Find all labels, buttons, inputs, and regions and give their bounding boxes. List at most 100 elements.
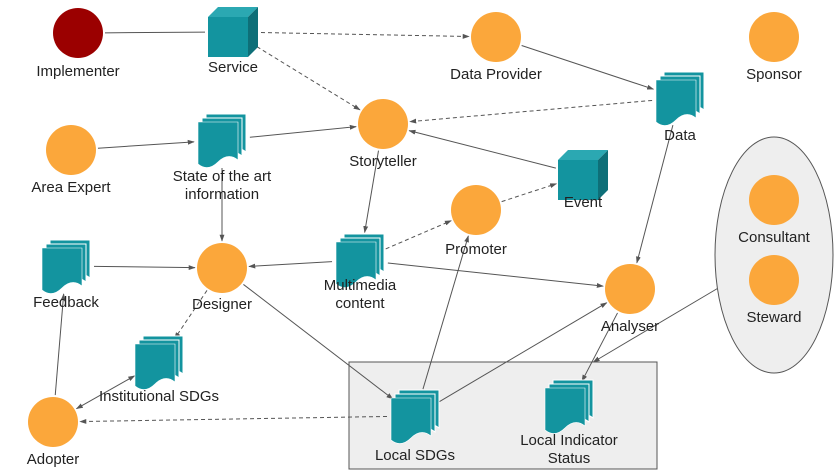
node-label-line: Adopter bbox=[27, 451, 80, 468]
node-consultant[interactable]: Consultant bbox=[738, 175, 811, 246]
node-steward[interactable]: Steward bbox=[746, 255, 802, 326]
document-sheet-icon bbox=[41, 247, 83, 294]
edge-local-sdgs-to-adopter bbox=[79, 415, 388, 424]
node-institutional-sdgs[interactable]: Institutional SDGs bbox=[99, 335, 219, 405]
node-label: Designer bbox=[192, 296, 252, 313]
node-sponsor[interactable]: Sponsor bbox=[746, 12, 802, 83]
node-feedback[interactable]: Feedback bbox=[33, 239, 99, 311]
node-data-provider[interactable]: Data Provider bbox=[450, 12, 542, 83]
edge-feedback-to-designer bbox=[93, 265, 196, 271]
edge-multimedia-to-analyser bbox=[387, 262, 604, 288]
nodes-layer: Implementer Service Data Provider SponsorDa… bbox=[27, 7, 811, 468]
node-label-line: Local SDGs bbox=[375, 447, 455, 464]
node-label-line: Designer bbox=[192, 296, 252, 313]
node-label-line: Feedback bbox=[33, 294, 99, 311]
node-label: Sponsor bbox=[746, 66, 802, 83]
edge-designer-to-local-sdgs bbox=[243, 284, 394, 400]
cube-side-icon bbox=[598, 150, 608, 200]
node-local-sdgs[interactable]: Local SDGs bbox=[375, 389, 455, 464]
document-sheet-icon bbox=[335, 241, 377, 288]
node-label: Implementer bbox=[36, 63, 119, 80]
node-label-line: Local Indicator bbox=[520, 432, 618, 449]
edge-event-to-storyteller bbox=[408, 129, 556, 169]
node-label: Data Provider bbox=[450, 66, 542, 83]
node-label: Feedback bbox=[33, 294, 99, 311]
actor-circle-icon bbox=[53, 8, 103, 58]
node-label-line: Area Expert bbox=[31, 179, 111, 196]
cube-top-icon bbox=[208, 7, 258, 17]
node-storyteller[interactable]: Storyteller bbox=[349, 99, 417, 170]
actor-circle-icon bbox=[451, 185, 501, 235]
node-label: Storyteller bbox=[349, 153, 417, 170]
node-label-line: Promoter bbox=[445, 241, 507, 258]
node-label: Area Expert bbox=[31, 179, 111, 196]
actor-circle-icon bbox=[358, 99, 408, 149]
edge-multimedia-to-promoter bbox=[385, 220, 452, 250]
node-label: Adopter bbox=[27, 451, 80, 468]
edge-institutional-sdgs-to-adopter bbox=[75, 375, 136, 410]
actor-circle-icon bbox=[749, 12, 799, 62]
cube-top-icon bbox=[558, 150, 608, 160]
edge-governance-ellipse-to-local-box bbox=[592, 288, 718, 363]
document-sheet-icon bbox=[197, 121, 239, 168]
node-label-line: Event bbox=[564, 194, 603, 211]
node-analyser[interactable]: Analyser bbox=[601, 264, 659, 335]
node-designer[interactable]: Designer bbox=[192, 243, 252, 313]
edges-layer bbox=[54, 31, 718, 424]
node-label-line: Analyser bbox=[601, 318, 659, 335]
edge-service-to-data-provider bbox=[260, 32, 470, 39]
node-label-line: Sponsor bbox=[746, 66, 802, 83]
document-sheet-icon bbox=[655, 79, 697, 126]
actor-circle-icon bbox=[46, 125, 96, 175]
edge-state-of-art-to-storyteller bbox=[249, 124, 357, 138]
node-label: Steward bbox=[746, 309, 801, 326]
node-label: Institutional SDGs bbox=[99, 388, 219, 405]
node-label-line: Steward bbox=[746, 309, 801, 326]
node-label: Data bbox=[664, 127, 696, 144]
node-label-line: Consultant bbox=[738, 229, 811, 246]
document-sheet-icon bbox=[390, 397, 432, 444]
edge-data-to-storyteller bbox=[409, 99, 653, 124]
node-label-line: Service bbox=[208, 59, 258, 76]
node-label: Event bbox=[564, 194, 603, 211]
cube-front-icon bbox=[558, 160, 598, 200]
edge-local-sdgs-to-promoter bbox=[422, 235, 469, 390]
node-label-line: information bbox=[185, 186, 259, 203]
node-implementer[interactable]: Implementer bbox=[36, 8, 120, 80]
node-promoter[interactable]: Promoter bbox=[445, 185, 507, 258]
node-label-line: State of the art bbox=[173, 168, 272, 185]
node-data[interactable]: Data bbox=[655, 71, 705, 144]
edge-storyteller-to-multimedia bbox=[363, 150, 379, 234]
node-label-line: Data Provider bbox=[450, 66, 542, 83]
document-sheet-icon bbox=[134, 343, 176, 390]
node-area-expert[interactable]: Area Expert bbox=[31, 125, 111, 196]
node-label: Local SDGs bbox=[375, 447, 455, 464]
node-service[interactable]: Service bbox=[208, 7, 258, 76]
node-adopter[interactable]: Adopter bbox=[27, 397, 80, 468]
actor-circle-icon bbox=[749, 175, 799, 225]
node-label-line: Data bbox=[664, 127, 696, 144]
actor-circle-icon bbox=[197, 243, 247, 293]
node-label: Consultant bbox=[738, 229, 811, 246]
node-event[interactable]: Event bbox=[558, 150, 608, 211]
edge-service-to-storyteller bbox=[256, 46, 361, 111]
edge-adopter-to-feedback bbox=[54, 293, 66, 396]
node-label-line: Multimedia bbox=[324, 277, 397, 294]
node-label: Promoter bbox=[445, 241, 507, 258]
node-label-line: Status bbox=[548, 450, 591, 467]
edge-data-to-analyser bbox=[636, 124, 674, 264]
node-label: Service bbox=[208, 59, 258, 76]
actor-circle-icon bbox=[605, 264, 655, 314]
edge-promoter-to-event bbox=[501, 183, 558, 203]
actor-circle-icon bbox=[749, 255, 799, 305]
cube-side-icon bbox=[248, 7, 258, 57]
edge-analyser-to-local-indicator bbox=[581, 312, 618, 382]
cube-front-icon bbox=[208, 17, 248, 57]
edge-data-provider-to-data bbox=[521, 45, 655, 90]
